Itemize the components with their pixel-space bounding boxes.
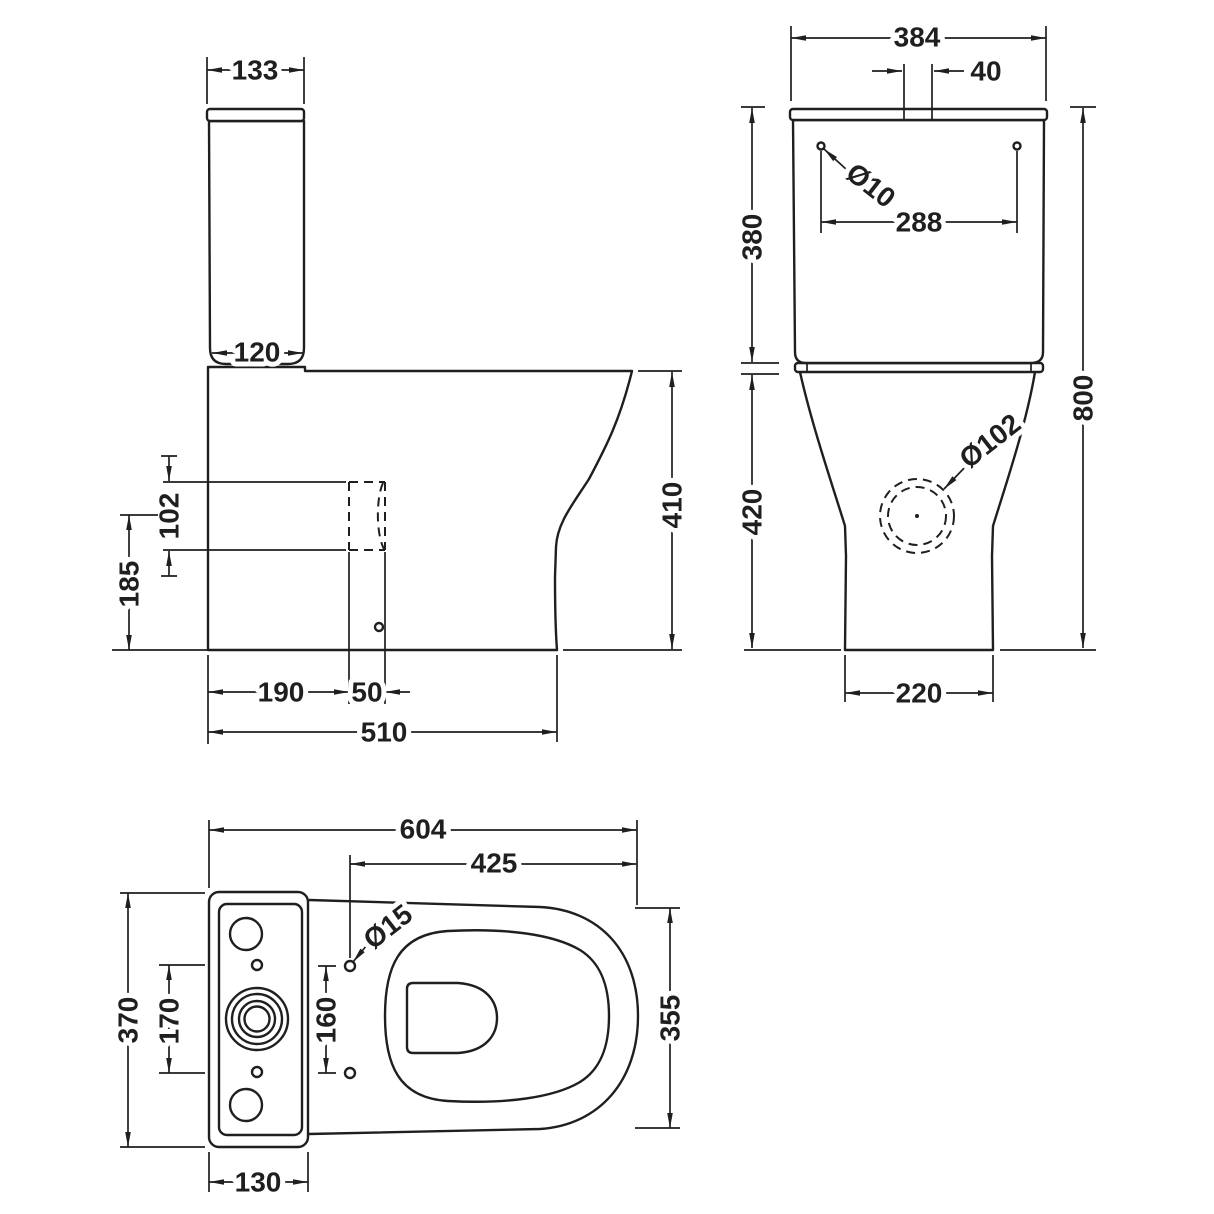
dim-plan-seat-fixing-to-front: 425 xyxy=(471,848,518,879)
dim-plan-pan-width: 355 xyxy=(655,995,686,1042)
plan-cistern-inner xyxy=(217,902,304,1137)
plan-inlet-ring-4 xyxy=(243,1005,271,1033)
front-seat-slab-ticks xyxy=(806,363,1032,372)
front-leader-outlet-dia xyxy=(943,462,970,490)
front-fixing-hole-left xyxy=(816,141,826,151)
plan-inlet-ring-2 xyxy=(230,992,284,1046)
dim-front-total-height: 800 xyxy=(1068,375,1099,422)
plan-tank-small-hole-top xyxy=(250,958,264,972)
plan-bowl-outline xyxy=(405,981,499,1055)
front-seat-slab xyxy=(793,361,1045,374)
plan-ticks-overall-width xyxy=(120,892,205,1148)
plan-inlet-ring-3 xyxy=(237,999,277,1039)
dim-side-outlet-centre-to-floor: 185 xyxy=(114,561,145,608)
dim-plan-total-length: 604 xyxy=(400,814,447,845)
front-ticks-cistern-height xyxy=(741,106,779,364)
plan-cistern-holes xyxy=(224,916,290,1123)
front-pan-outline xyxy=(798,371,1037,652)
plan-seat-hole-top xyxy=(343,959,357,973)
front-outlet-centre-dot xyxy=(915,514,919,518)
dim-front-button-width: 40 xyxy=(970,56,1001,87)
plan-leader-seat-hole-dia xyxy=(352,944,368,963)
front-cistern-body xyxy=(791,118,1046,365)
dim-plan-seat-fixing-centres: 160 xyxy=(311,997,342,1044)
front-ticks-total-height xyxy=(1000,106,1096,651)
plan-tank-large-hole-top xyxy=(228,916,264,952)
side-cistern-lid xyxy=(205,107,306,123)
dim-side-outlet-setback: 190 xyxy=(258,677,305,708)
dim-front-fixing-hole-centres: 288 xyxy=(896,207,943,238)
side-fixing-hole xyxy=(373,621,385,633)
dim-front-pan-height: 420 xyxy=(737,489,768,536)
plan-tank-small-hole-bottom xyxy=(250,1065,264,1079)
side-ext-pan-height xyxy=(563,370,682,651)
front-button-cut-lines xyxy=(903,64,933,120)
dim-front-base-width: 220 xyxy=(896,678,943,709)
side-pan-outline xyxy=(206,365,634,652)
front-leader-hole-dia xyxy=(823,148,848,171)
front-outlet-circle-inner xyxy=(887,486,947,546)
dim-front-cistern-width: 384 xyxy=(894,22,941,53)
side-outlet-hidden-lines xyxy=(348,481,386,551)
plan-ext-cistern-depth xyxy=(208,1152,309,1192)
dim-plan-cistern-depth: 130 xyxy=(235,1167,282,1198)
dim-side-cistern-width-bottom: 120 xyxy=(234,337,281,368)
side-cistern-body xyxy=(207,119,306,366)
front-fixing-hole-right xyxy=(1012,141,1022,151)
dim-plan-tank-hole-centres: 170 xyxy=(154,998,185,1045)
dim-plan-overall-width: 370 xyxy=(113,997,144,1044)
front-outlet-circle-outer xyxy=(879,478,955,554)
dim-side-pan-height: 410 xyxy=(657,482,688,529)
front-view: 384 40 380 420 800 288 Ø10 Ø102 220 xyxy=(732,17,1104,714)
front-cistern-lid xyxy=(788,107,1049,122)
dim-side-outlet-width: 50 xyxy=(351,677,382,708)
side-ext-outlet-width xyxy=(348,552,386,704)
side-ext-width-top xyxy=(206,57,305,104)
side-view: 133 120 102 185 410 190 50 510 xyxy=(109,50,693,753)
plan-view: 604 425 Ø15 160 170 370 355 130 xyxy=(108,809,691,1203)
side-outlet-reference-lines xyxy=(163,481,346,551)
plan-inlet-ring-1 xyxy=(224,986,290,1052)
plan-seat-hole-bottom xyxy=(343,1066,357,1080)
dim-front-cistern-height: 380 xyxy=(737,214,768,261)
plan-tank-large-hole-bottom xyxy=(228,1087,264,1123)
dim-side-total-depth: 510 xyxy=(361,717,408,748)
side-outlet-break-line xyxy=(376,482,385,550)
dim-side-cistern-width-top: 133 xyxy=(232,55,279,86)
dim-side-outlet-height: 102 xyxy=(154,493,185,540)
front-ticks-pan-height xyxy=(741,373,841,651)
